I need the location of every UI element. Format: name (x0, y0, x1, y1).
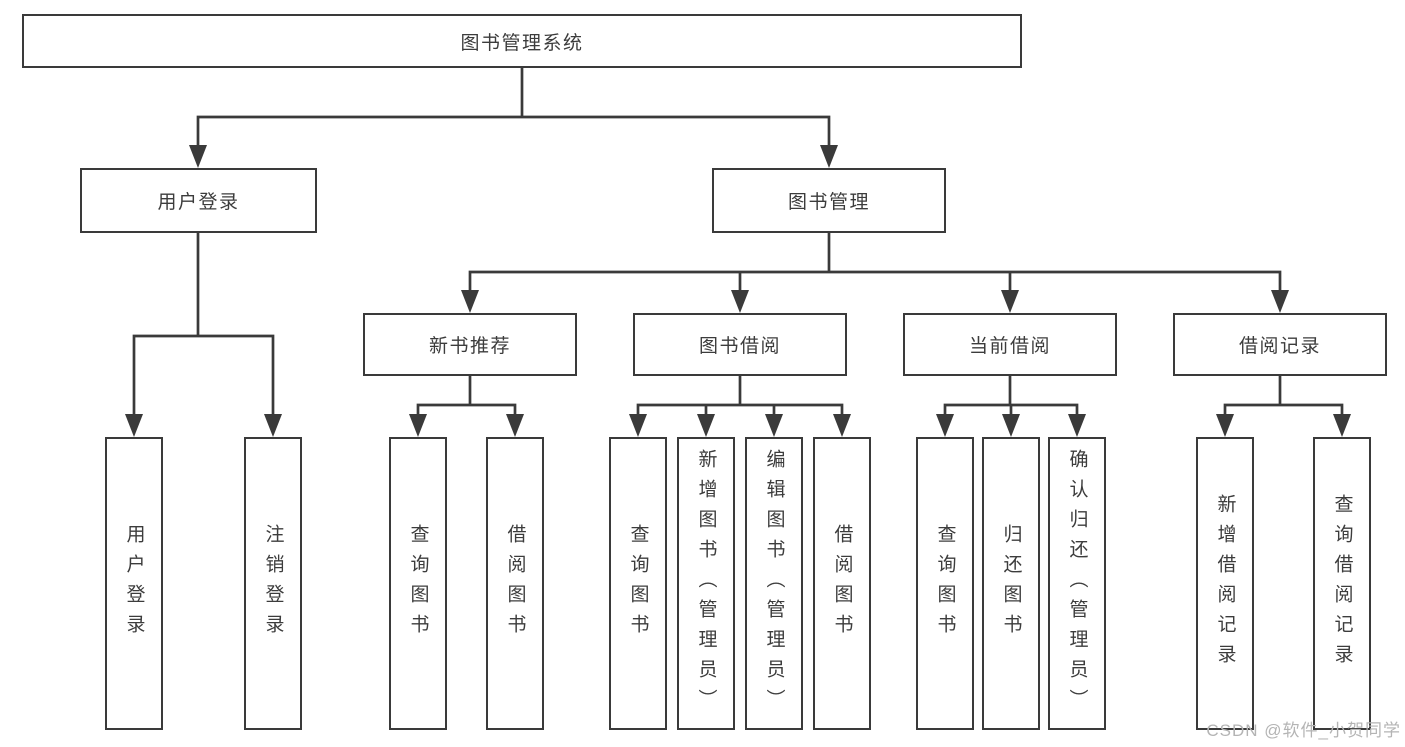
leaf-user-login: 用户登录 (105, 437, 163, 730)
node-label: 借阅图书 (831, 523, 853, 644)
csdn-watermark: CSDN @软件_小贺同学 (1206, 721, 1401, 740)
node-label: 当前借阅 (968, 336, 1051, 357)
node-label: 图书管理系统 (460, 32, 584, 54)
node-user-login: 用户登录 (80, 168, 317, 233)
leaf-borrow-query-books: 查询图书 (609, 437, 667, 730)
leaf-return-books: 归还图书 (982, 437, 1040, 730)
node-label: 查询图书 (934, 523, 956, 644)
node-book-management: 图书管理 (712, 168, 946, 233)
leaf-recommend-borrow-books: 借阅图书 (486, 437, 544, 730)
node-label: 新增借阅记录 (1214, 493, 1236, 674)
node-label: 确认归还（管理员） (1066, 448, 1088, 719)
node-label: 图书借阅 (698, 336, 781, 357)
node-label: 查询借阅记录 (1331, 493, 1353, 674)
node-label: 借阅记录 (1238, 336, 1321, 357)
node-label: 注销登录 (262, 523, 284, 644)
leaf-add-borrow-record: 新增借阅记录 (1196, 437, 1254, 730)
node-label: 编辑图书（管理员） (763, 448, 785, 719)
node-label: 借阅图书 (504, 523, 526, 644)
leaf-logout: 注销登录 (244, 437, 302, 730)
node-borrow-records: 借阅记录 (1173, 313, 1387, 376)
leaf-current-query-books: 查询图书 (916, 437, 974, 730)
node-new-book-recommend: 新书推荐 (363, 313, 577, 376)
node-label: 查询图书 (407, 523, 429, 644)
node-label: 归还图书 (1000, 523, 1022, 644)
node-label: 查询图书 (627, 523, 649, 644)
node-label: 用户登录 (157, 192, 240, 213)
leaf-edit-books-admin: 编辑图书（管理员） (745, 437, 803, 730)
leaf-borrow-books: 借阅图书 (813, 437, 871, 730)
leaf-add-books-admin: 新增图书（管理员） (677, 437, 735, 730)
node-book-borrow: 图书借阅 (633, 313, 847, 376)
leaf-query-borrow-record: 查询借阅记录 (1313, 437, 1371, 730)
node-label: 图书管理 (787, 192, 870, 213)
node-label: 用户登录 (123, 523, 145, 644)
leaf-confirm-return-admin: 确认归还（管理员） (1048, 437, 1106, 730)
node-label: 新书推荐 (428, 336, 511, 357)
node-label: 新增图书（管理员） (695, 448, 717, 719)
node-library-system: 图书管理系统 (22, 14, 1022, 68)
leaf-recommend-query-books: 查询图书 (389, 437, 447, 730)
node-current-borrow: 当前借阅 (903, 313, 1117, 376)
